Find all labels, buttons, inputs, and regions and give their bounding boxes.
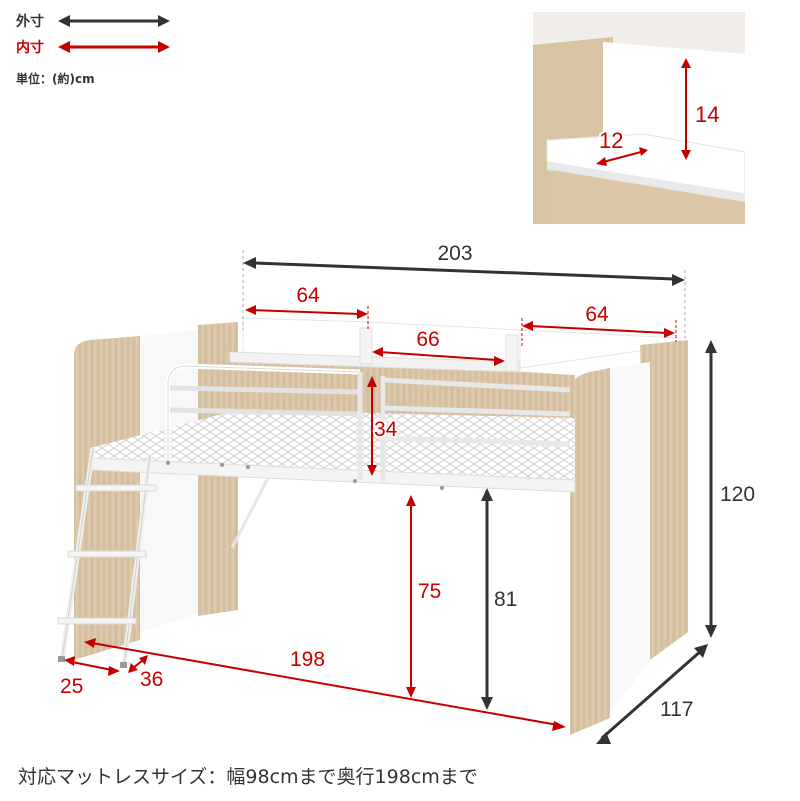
- ladder-depth-label: 36: [140, 668, 163, 691]
- unit-label: 単位：(約)cm: [16, 72, 95, 86]
- overall-depth-label: 117: [660, 698, 693, 721]
- outer-arrow-icon: [58, 15, 170, 27]
- ladder: [57, 447, 157, 668]
- under-clearance-label: 75: [418, 580, 441, 603]
- dimension-lines: 203 64 66 64 34 120 117: [60, 242, 755, 744]
- shelf-depth-label: 12: [599, 128, 623, 153]
- shelf-detail-inset: 14 12: [533, 12, 745, 224]
- inner-length-label: 198: [290, 648, 325, 671]
- shelf-left-width-label: 64: [296, 284, 320, 307]
- guard-height-label: 34: [374, 418, 398, 441]
- inner-arrow-icon: [58, 41, 170, 53]
- legend: 外寸 内寸 単位：(約)cm: [16, 8, 170, 87]
- legend-inner: 内寸: [16, 34, 170, 60]
- bed-frame: [74, 317, 688, 735]
- shelf-height-label: 14: [695, 102, 719, 127]
- floor-height-label: 81: [494, 588, 517, 611]
- ladder-width-label: 25: [60, 675, 83, 698]
- overall-height-label: 120: [720, 483, 755, 506]
- bed-diagram: 203 64 66 64 34 120 117: [57, 242, 755, 744]
- shelf-detail-illustration: 14 12: [533, 12, 745, 224]
- legend-outer: 外寸: [16, 8, 170, 34]
- inner-dimension-label: 内寸: [16, 40, 44, 56]
- outer-dimension-label: 外寸: [16, 14, 44, 30]
- shelf-middle-width-label: 66: [416, 328, 439, 351]
- shelf-right-width-label: 64: [585, 303, 609, 326]
- overall-width-label: 203: [437, 242, 472, 265]
- mattress-size-note: 対応マットレスサイズ：幅98cmまで奥行198cmまで: [18, 766, 478, 788]
